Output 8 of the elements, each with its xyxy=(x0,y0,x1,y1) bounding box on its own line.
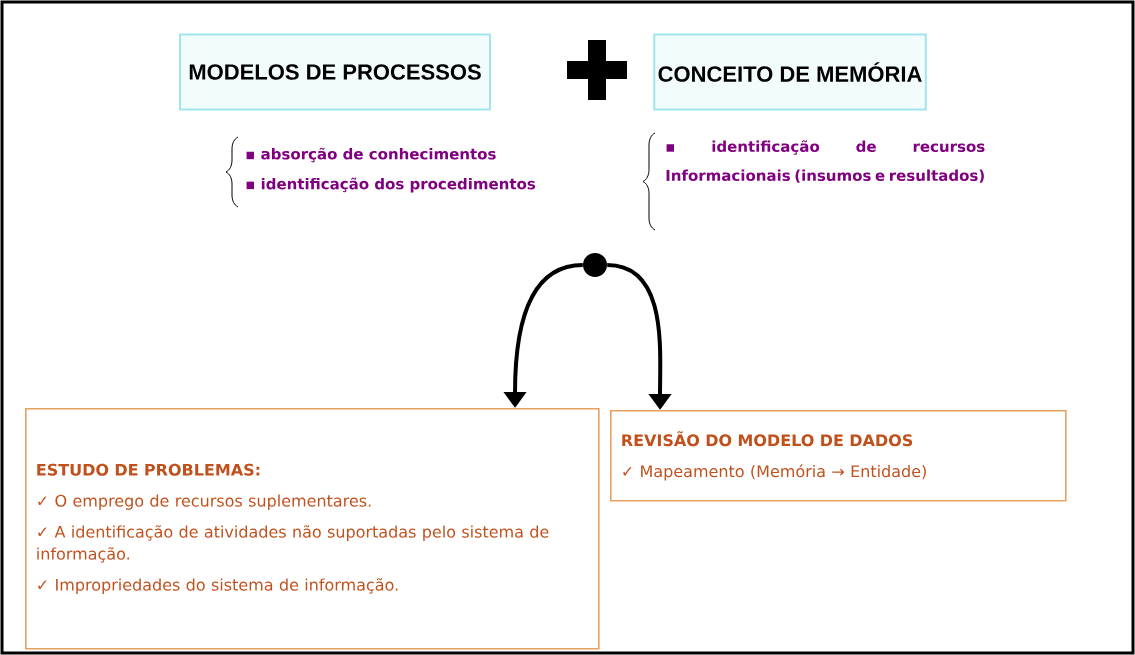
bullet-item: ▪ identificação de recursos Informacionais (insumos e resultados) xyxy=(666,140,985,183)
bullet-item: ▪ absorção de conhecimentos xyxy=(246,147,496,163)
junction-dot xyxy=(583,253,607,277)
title-box: MODELOS DE PROCESSOS xyxy=(179,33,491,111)
text-box: ESTUDO DE PROBLEMAS: ✓ O emprego de recursos suplementares. ✓ A identificação de atividades não suportadas pelo sistema de informação. ✓ Impropriedades do sistema de informação. xyxy=(25,407,600,650)
bullet-item: ▪ identificação dos procedimentos xyxy=(246,177,536,193)
text-box: REVISÃO DO MODELO DE DADOS ✓ Mapeamento (Memória → Entidade) xyxy=(610,409,1067,502)
title-box: CONCEITO DE MEMÓRIA xyxy=(653,33,927,111)
